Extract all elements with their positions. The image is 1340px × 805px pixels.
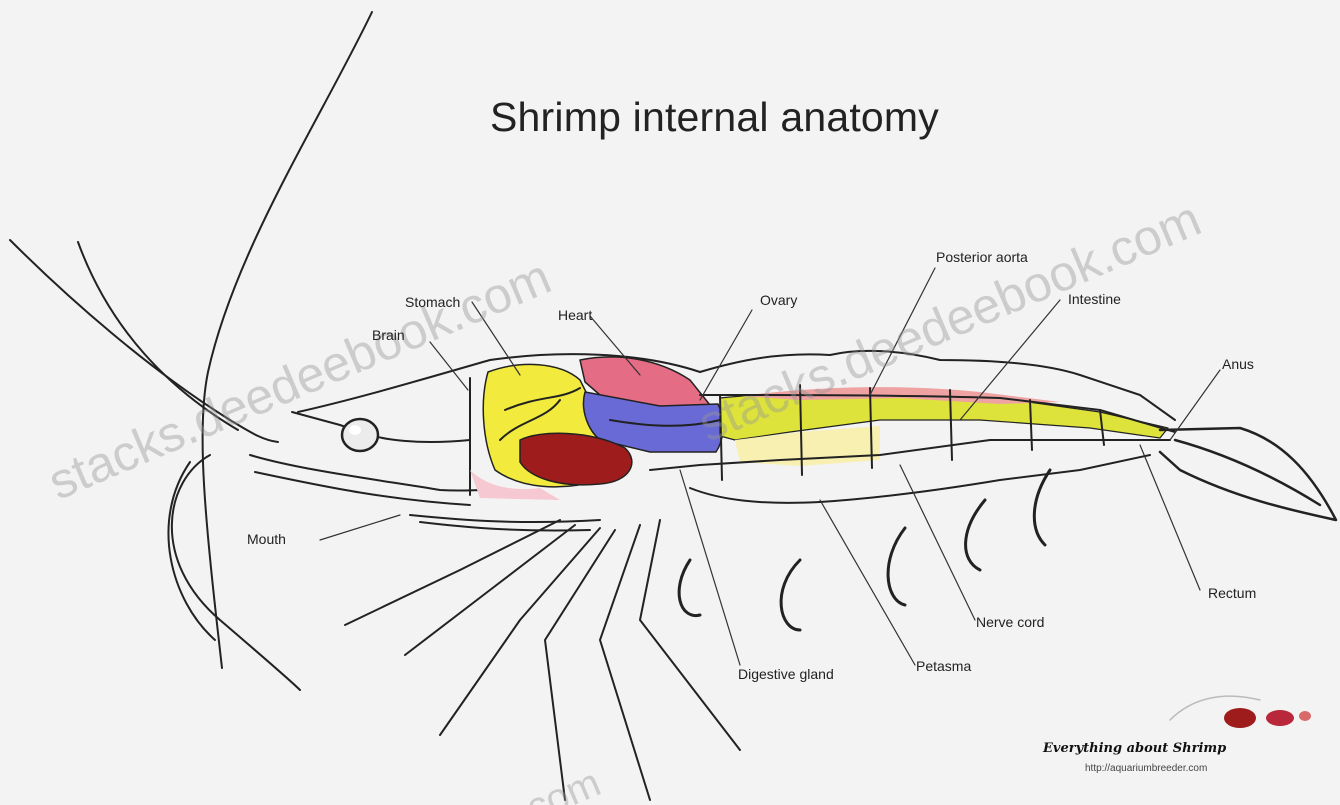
- label-petasma: Petasma: [916, 658, 971, 674]
- label-anus: Anus: [1222, 356, 1254, 372]
- label-stomach: Stomach: [405, 294, 460, 310]
- tail: [1160, 428, 1336, 520]
- brand-name: Everything about Shrimp: [1043, 741, 1226, 756]
- label-mouth: Mouth: [247, 531, 286, 547]
- label-posterior-aorta: Posterior aorta: [936, 249, 1028, 265]
- brand-url: http://aquariumbreeder.com: [1085, 763, 1207, 774]
- leader-lines: [320, 268, 1220, 665]
- label-intestine: Intestine: [1068, 291, 1121, 307]
- label-brain: Brain: [372, 327, 405, 343]
- swimmerets: [679, 470, 1050, 630]
- eye: [342, 419, 378, 451]
- antennae: [10, 12, 372, 690]
- label-ovary: Ovary: [760, 292, 797, 308]
- logo-mark: [1170, 696, 1311, 728]
- label-rectum: Rectum: [1208, 585, 1256, 601]
- label-digestive-gland: Digestive gland: [738, 666, 834, 682]
- walking-legs: [345, 515, 740, 800]
- diagram-title: Shrimp internal anatomy: [490, 94, 939, 141]
- label-heart: Heart: [558, 307, 592, 323]
- label-nerve-cord: Nerve cord: [976, 614, 1044, 630]
